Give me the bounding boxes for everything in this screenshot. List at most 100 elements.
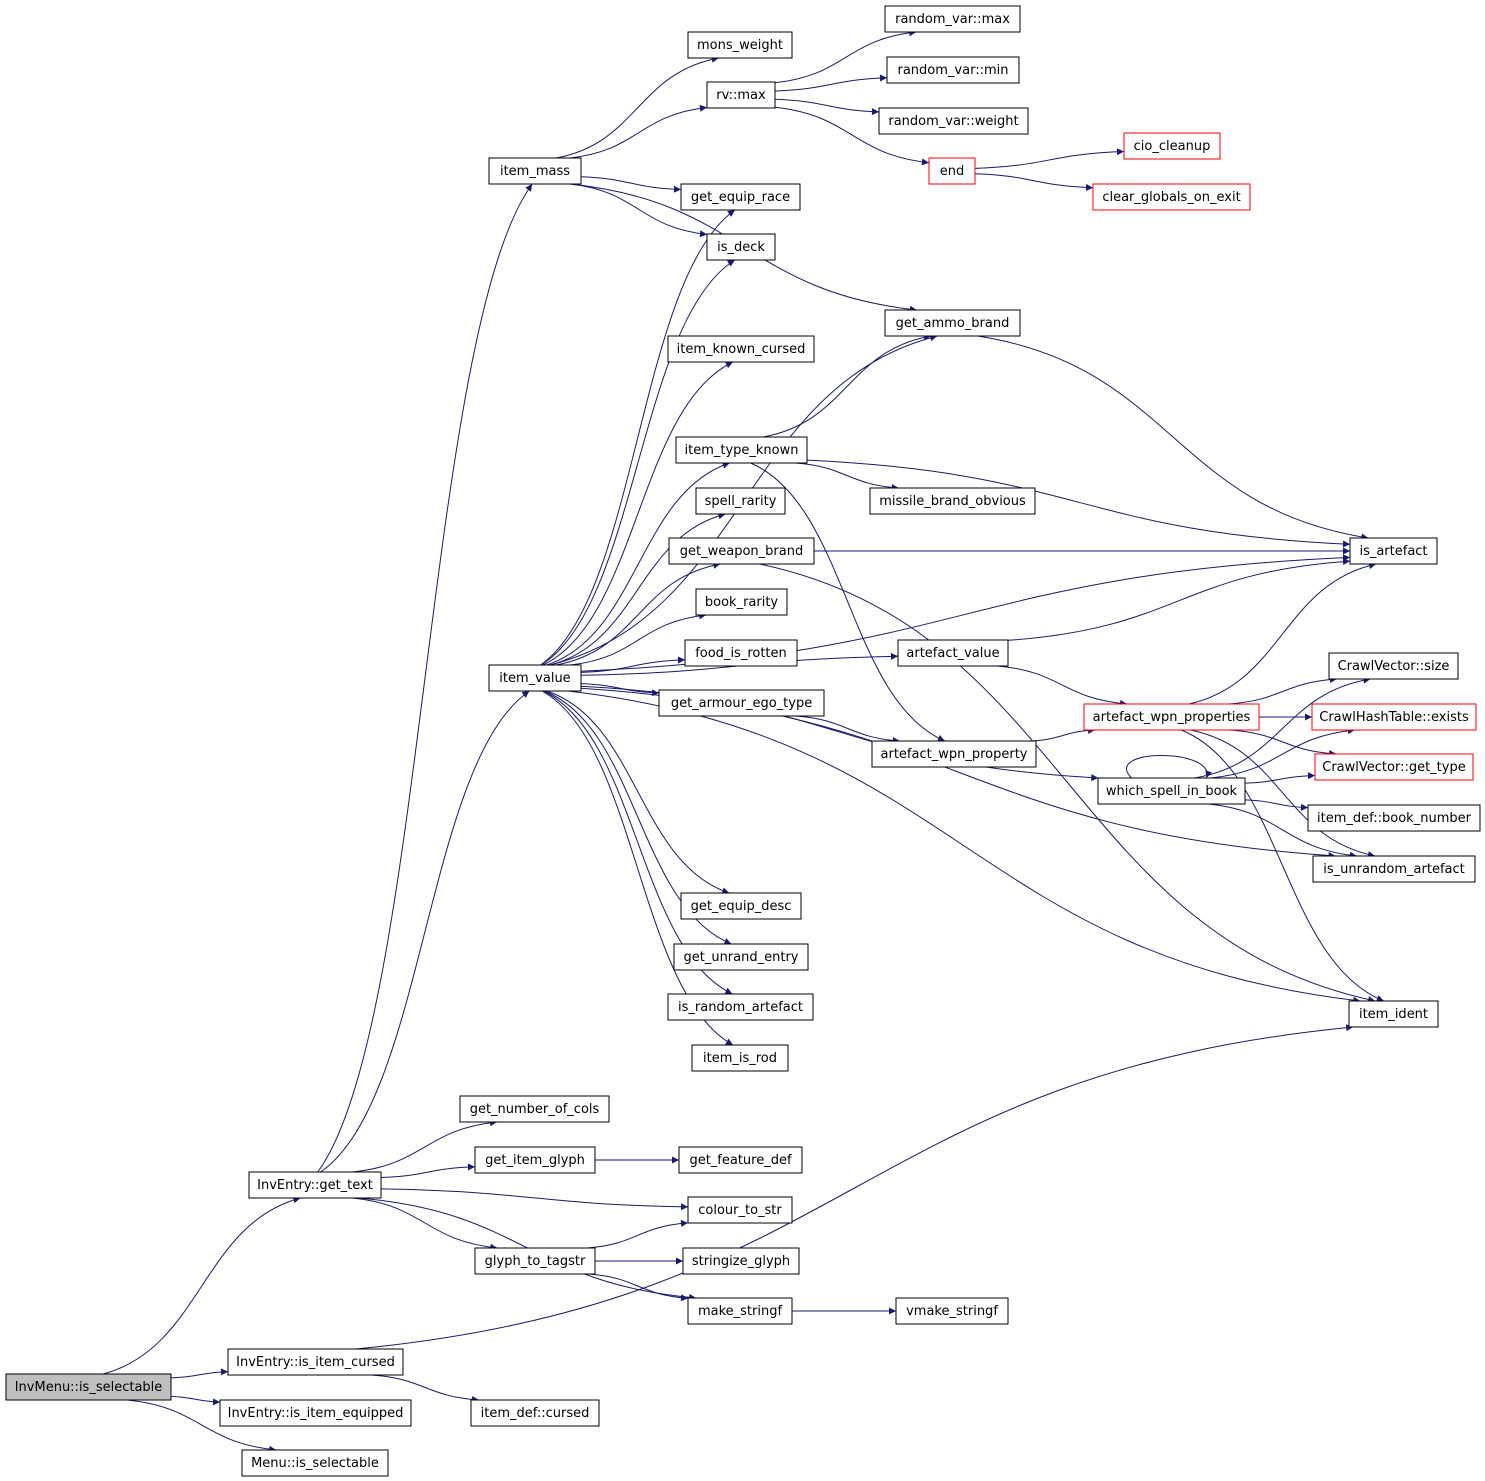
edge-item-value-to-is-deck — [540, 259, 736, 666]
edge-end-to-cio-cleanup — [974, 148, 1125, 169]
node-label: item_known_cursed — [677, 342, 806, 357]
node-crawl-vector-size[interactable]: CrawlVector::size — [1328, 652, 1459, 680]
edge-inv-entry-get-text-to-get-item-glyph — [380, 1163, 476, 1178]
node-get-ammo-brand[interactable]: get_ammo_brand — [884, 309, 1021, 337]
node-label: which_spell_in_book — [1106, 784, 1238, 799]
edge-inv-menu-is-selectable-to-menu-is-selectable — [127, 1399, 277, 1453]
node-label: item_type_known — [684, 443, 798, 458]
node-item-ident[interactable]: item_ident — [1348, 1000, 1439, 1028]
node-rv-max[interactable]: rv::max — [706, 81, 776, 109]
node-label: item_def::book_number — [1317, 811, 1472, 826]
node-make-stringf[interactable]: make_stringf — [687, 1297, 793, 1325]
node-item-type-known[interactable]: item_type_known — [675, 436, 808, 464]
node-colour-to-str[interactable]: colour_to_str — [687, 1196, 793, 1224]
node-label: get_equip_desc — [691, 899, 792, 914]
node-item-def-book-number[interactable]: item_def::book_number — [1307, 804, 1481, 832]
node-artefact-wpn-properties[interactable]: artefact_wpn_properties — [1083, 703, 1260, 731]
edge-item-value-to-book-rarity — [570, 612, 707, 666]
node-random-var-max[interactable]: random_var::max — [884, 5, 1021, 33]
node-label: CrawlVector::get_type — [1322, 760, 1465, 775]
node-crawl-hash-table-exists[interactable]: CrawlHashTable::exists — [1311, 703, 1477, 731]
node-label: get_ammo_brand — [896, 316, 1010, 331]
edge-item-value-to-get-armour-ego-type — [580, 683, 660, 697]
node-glyph-to-tagstr[interactable]: glyph_to_tagstr — [474, 1247, 596, 1275]
node-menu-is-selectable[interactable]: Menu::is_selectable — [241, 1449, 389, 1477]
node-label: InvMenu::is_selectable — [15, 1380, 163, 1395]
node-random-var-min[interactable]: random_var::min — [886, 56, 1020, 84]
edge-item-value-to-spell-rarity — [549, 512, 726, 666]
node-item-value[interactable]: item_value — [488, 664, 582, 692]
edge-inv-entry-is-item-cursed-to-item-def-cursed — [371, 1374, 480, 1404]
node-label: get_unrand_entry — [683, 950, 798, 965]
node-item-mass[interactable]: item_mass — [488, 157, 582, 185]
node-item-is-rod[interactable]: item_is_rod — [691, 1044, 789, 1072]
edge-item-type-known-to-is-artefact — [806, 459, 1351, 548]
node-label: artefact_wpn_properties — [1093, 710, 1251, 725]
node-label: get_feature_def — [689, 1153, 792, 1168]
node-label: cio_cleanup — [1134, 139, 1211, 154]
node-end[interactable]: end — [928, 157, 976, 185]
edge-item-type-known-to-get-ammo-brand — [763, 333, 931, 438]
edge-inv-menu-is-selectable-to-inv-entry-is-item-equipped — [170, 1395, 221, 1406]
node-book-rarity[interactable]: book_rarity — [695, 588, 788, 616]
node-clear-globals-on-exit[interactable]: clear_globals_on_exit — [1092, 183, 1251, 211]
edge-inv-menu-is-selectable-to-inv-entry-is-item-cursed — [170, 1368, 229, 1379]
node-mons-weight[interactable]: mons_weight — [687, 31, 793, 59]
node-spell-rarity[interactable]: spell_rarity — [695, 487, 786, 515]
node-label: is_artefact — [1359, 544, 1427, 559]
node-label: item_def::cursed — [481, 1406, 590, 1421]
node-stringize-glyph[interactable]: stringize_glyph — [682, 1247, 800, 1275]
edge-item-mass-to-rv-max — [570, 104, 708, 159]
node-label: clear_globals_on_exit — [1102, 190, 1240, 205]
node-cio-cleanup[interactable]: cio_cleanup — [1123, 132, 1221, 160]
edge-rv-max-to-end — [774, 106, 930, 166]
node-label: get_weapon_brand — [680, 544, 803, 559]
edge-inv-entry-get-text-to-item-value — [320, 690, 530, 1173]
edge-inv-entry-is-item-cursed-to-item-ident — [355, 1024, 1354, 1350]
node-label: CrawlVector::size — [1338, 659, 1450, 674]
node-is-deck[interactable]: is_deck — [706, 233, 776, 261]
node-label: random_var::min — [898, 63, 1009, 78]
node-get-number-of-cols[interactable]: get_number_of_cols — [459, 1095, 610, 1123]
node-get-unrand-entry[interactable]: get_unrand_entry — [673, 943, 809, 971]
node-food-is-rotten[interactable]: food_is_rotten — [684, 639, 798, 667]
node-get-feature-def[interactable]: get_feature_def — [678, 1146, 803, 1174]
node-item-known-cursed[interactable]: item_known_cursed — [667, 335, 815, 363]
node-is-artefact[interactable]: is_artefact — [1349, 537, 1438, 565]
node-is-unrandom-artefact[interactable]: is_unrandom_artefact — [1312, 855, 1476, 883]
node-get-weapon-brand[interactable]: get_weapon_brand — [668, 537, 815, 565]
node-artefact-value[interactable]: artefact_value — [897, 639, 1009, 667]
node-missile-brand-obvious[interactable]: missile_brand_obvious — [869, 487, 1036, 515]
node-crawl-vector-get-type[interactable]: CrawlVector::get_type — [1314, 753, 1474, 781]
edge-item-mass-to-is-deck — [570, 183, 708, 238]
node-inv-entry-is-item-cursed[interactable]: InvEntry::is_item_cursed — [227, 1348, 404, 1376]
edge-inv-entry-get-text-to-colour-to-str — [380, 1188, 689, 1211]
node-get-item-glyph[interactable]: get_item_glyph — [474, 1146, 596, 1174]
edge-item-value-to-item-known-cursed — [542, 361, 734, 666]
node-get-equip-race[interactable]: get_equip_race — [680, 183, 801, 211]
edge-item-value-to-item-type-known — [546, 461, 730, 666]
node-vmake-stringf[interactable]: vmake_stringf — [895, 1297, 1009, 1325]
node-get-armour-ego-type[interactable]: get_armour_ego_type — [658, 689, 825, 717]
node-label: random_var::max — [895, 12, 1010, 27]
node-is-random-artefact[interactable]: is_random_artefact — [667, 993, 814, 1021]
node-artefact-wpn-property[interactable]: artefact_wpn_property — [871, 740, 1037, 768]
node-label: item_is_rod — [703, 1051, 777, 1066]
node-get-equip-desc[interactable]: get_equip_desc — [680, 892, 802, 920]
node-label: glyph_to_tagstr — [485, 1254, 586, 1269]
node-label: CrawlHashTable::exists — [1319, 710, 1469, 725]
node-inv-entry-get-text[interactable]: InvEntry::get_text — [248, 1171, 382, 1199]
node-inv-menu-is-selectable[interactable]: InvMenu::is_selectable — [5, 1373, 172, 1401]
node-item-def-cursed[interactable]: item_def::cursed — [470, 1399, 600, 1427]
node-inv-entry-is-item-equipped[interactable]: InvEntry::is_item_equipped — [219, 1399, 412, 1427]
edge-which-spell-in-book-to-crawl-vector-size — [1194, 676, 1371, 779]
edge-rv-max-to-random-var-max — [774, 29, 917, 84]
node-label: item_value — [499, 671, 570, 686]
node-which-spell-in-book[interactable]: which_spell_in_book — [1097, 777, 1246, 805]
node-label: item_mass — [500, 164, 570, 179]
edge-item-value-to-get-weapon-brand — [556, 561, 721, 666]
node-random-var-weight[interactable]: random_var::weight — [878, 107, 1029, 135]
node-label: book_rarity — [705, 595, 779, 610]
node-label: artefact_value — [906, 646, 999, 661]
node-label: random_var::weight — [888, 114, 1018, 129]
